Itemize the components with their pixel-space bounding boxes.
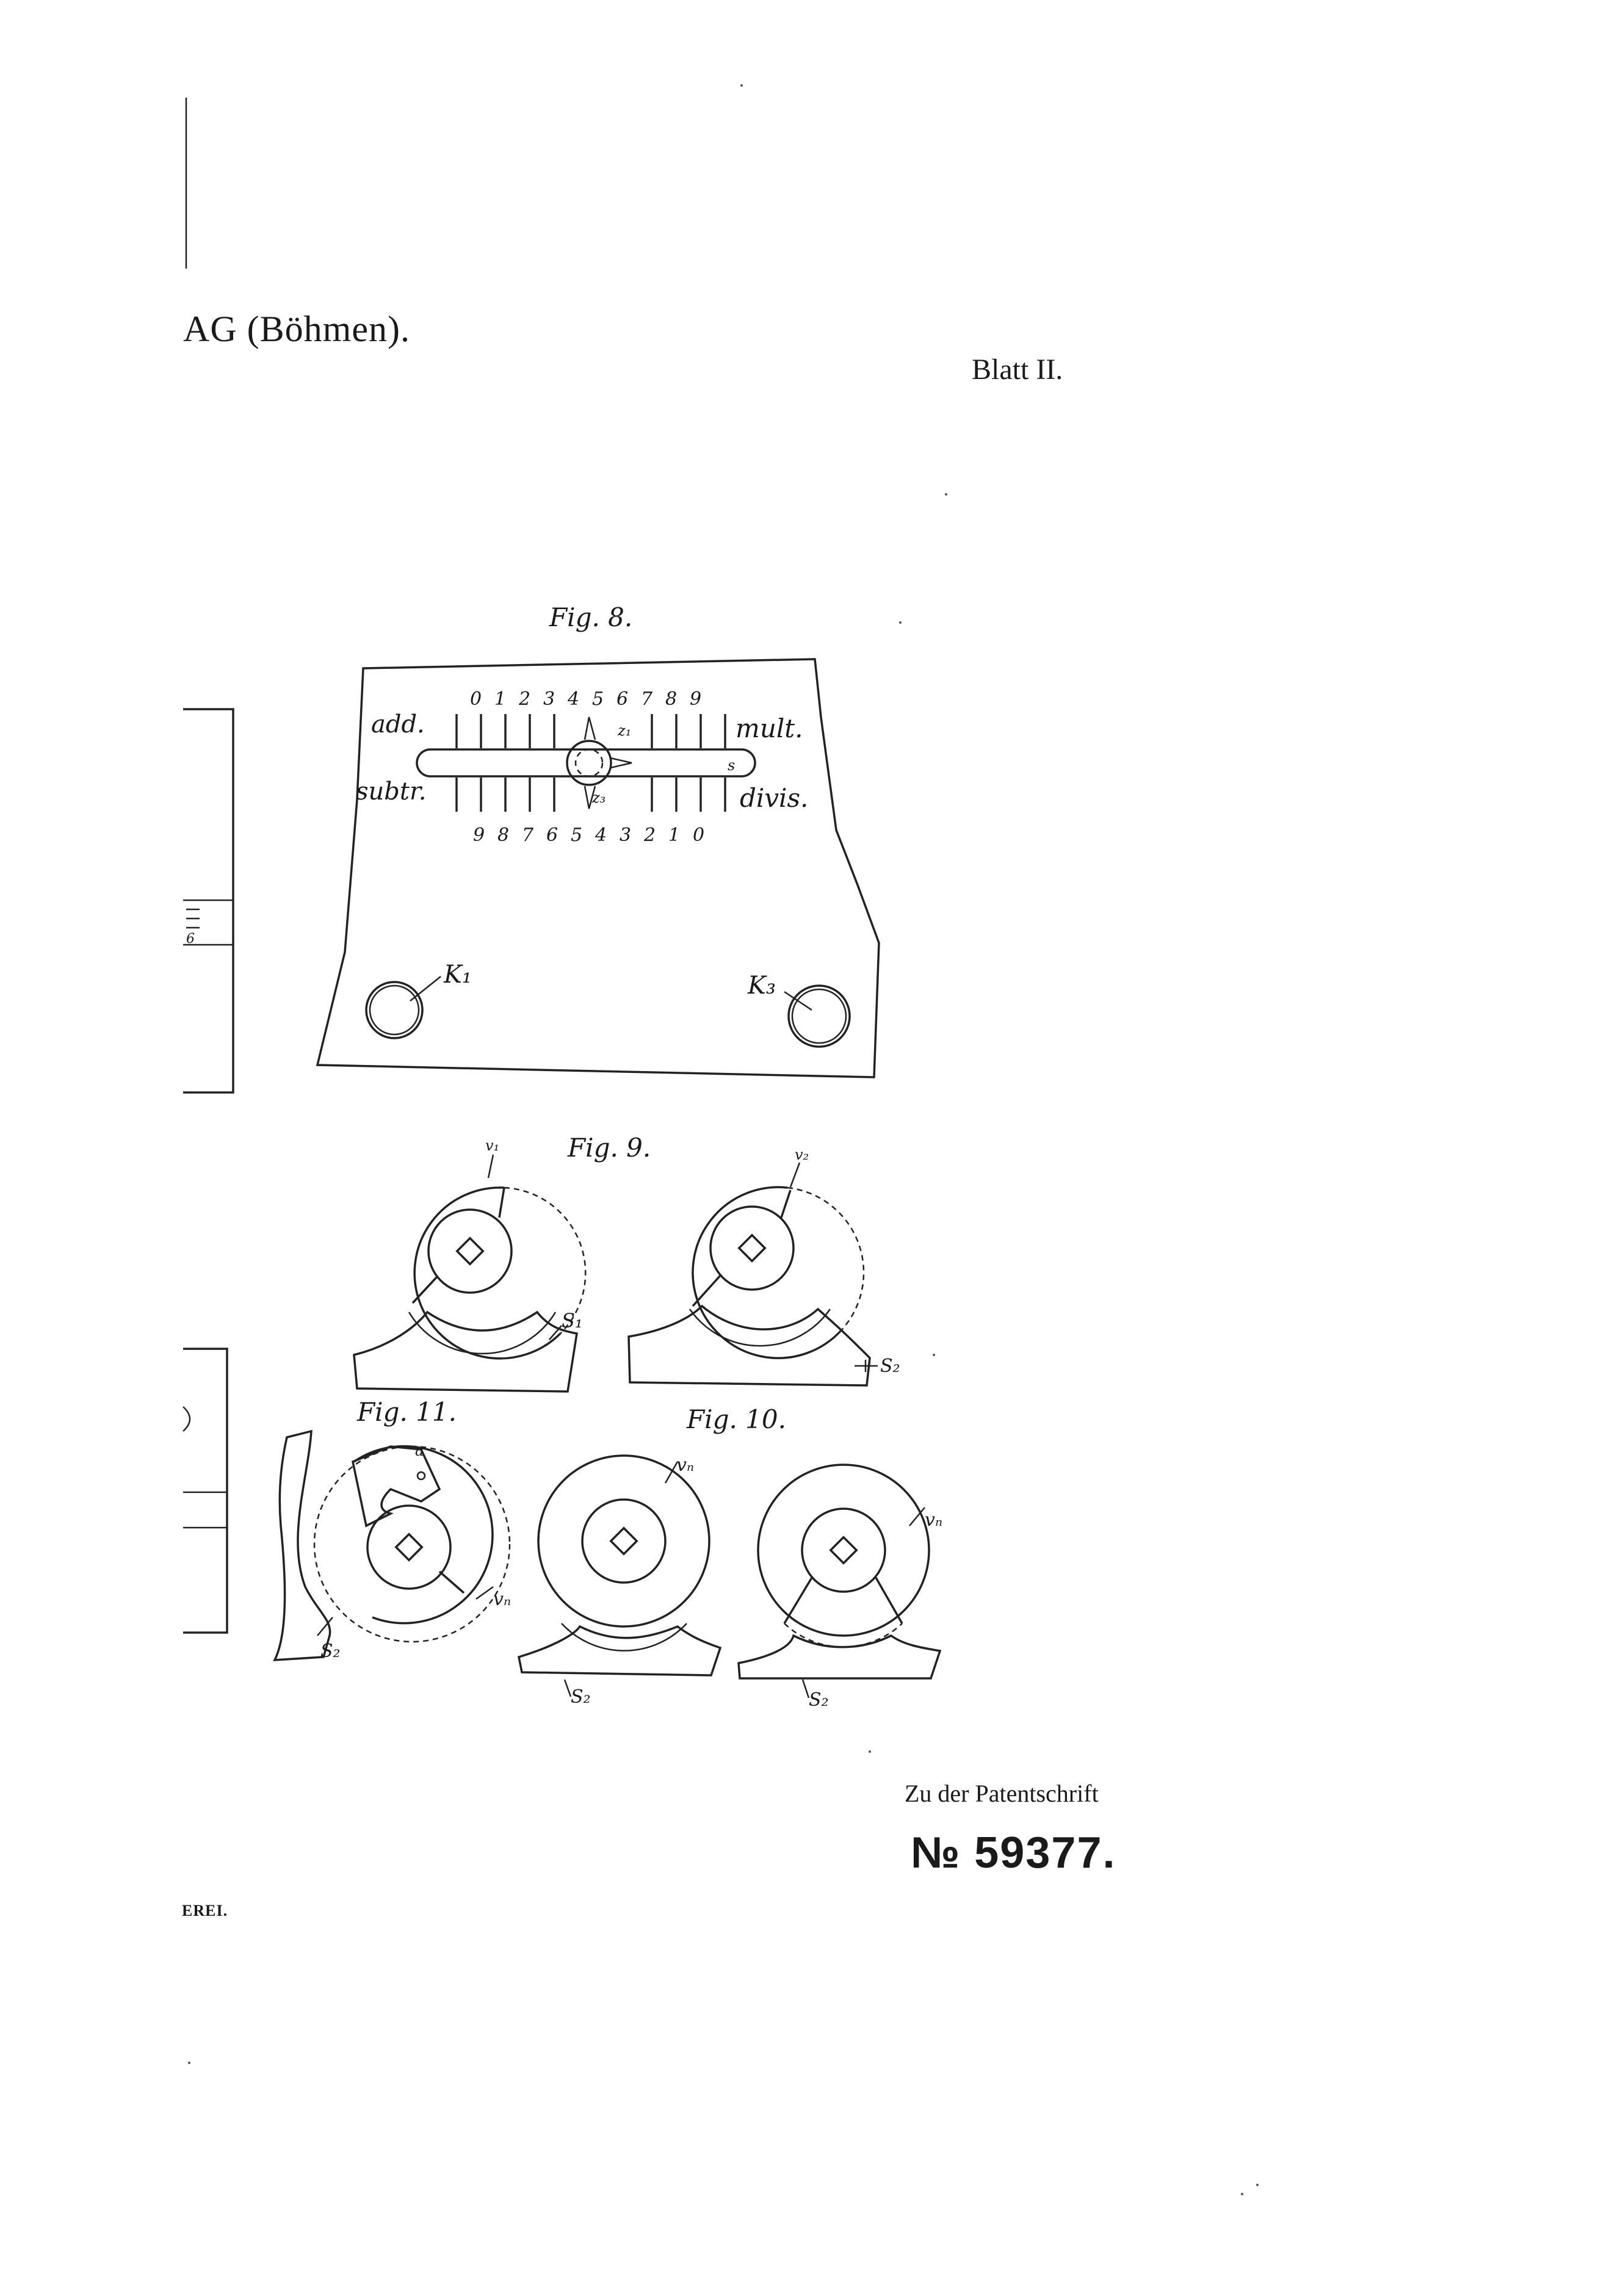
fig10-label-vn-b: vₙ (925, 1509, 942, 1531)
fig10-label-s2-a: S₂ (571, 1686, 591, 1708)
svg-text:0: 0 (693, 825, 704, 846)
fig9-right-disc (627, 1186, 871, 1387)
fig8-bottom-ticks (455, 778, 726, 812)
svg-text:1: 1 (668, 825, 680, 846)
scan-specks (188, 84, 1259, 2195)
fig10-right-disc (737, 1464, 942, 1699)
fig8-panel (316, 658, 880, 1078)
svg-text:5: 5 (592, 688, 604, 710)
svg-text:5: 5 (571, 825, 582, 846)
fig9-label-s1: S₁ (562, 1309, 583, 1332)
fig8-label-subtr: subtr. (356, 778, 426, 806)
fig8-label-s: s (728, 757, 735, 774)
svg-text:4: 4 (567, 688, 579, 710)
svg-text:7: 7 (522, 825, 534, 846)
svg-text:3: 3 (620, 825, 631, 846)
fig10-title: Fig. 10. (686, 1404, 786, 1434)
svg-text:9: 9 (690, 688, 701, 710)
fig8-title: Fig. 8. (549, 602, 632, 632)
fig8-pointer-up (584, 717, 596, 740)
patent-number: № 59377. (911, 1828, 1116, 1877)
fig10-left-disc (517, 1454, 722, 1697)
fig9-label-v2: v₂ (795, 1146, 809, 1163)
fig9-label-s2: S₂ (880, 1356, 900, 1377)
svg-text:2: 2 (643, 825, 656, 846)
fig9-label-v1: v₁ (485, 1137, 499, 1154)
fig11-label-vn: vₙ (493, 1589, 511, 1610)
printer-fragment: EREI. (182, 1902, 228, 1919)
svg-text:6: 6 (616, 688, 628, 710)
fig8-label-mult: mult. (736, 713, 803, 743)
fig8-label-k3: K₃ (747, 972, 776, 1000)
header-applicant-fragment: AG (Böhmen). (183, 309, 410, 349)
fig8-label-k1: K₁ (443, 961, 472, 989)
fig8-label-z3: z₃ (591, 789, 605, 806)
fig11-label-a: a (415, 1442, 424, 1459)
svg-text:2: 2 (518, 688, 530, 710)
fig8-pointer-knob (566, 740, 612, 786)
fig8-bottom-scale: 9 8 7 6 5 4 3 2 1 0 (473, 825, 704, 846)
fig9-left-disc (353, 1186, 587, 1393)
left-partial-frame-lower (183, 1348, 228, 1634)
left-partial-frame-upper: 6 (183, 708, 234, 1094)
fig8-label-divis: divis. (740, 783, 808, 813)
fig10-label-s2-b: S₂ (809, 1689, 829, 1711)
left-margin-label: 6 (186, 931, 195, 947)
fig9-title: Fig. 9. (567, 1133, 651, 1163)
fig11-label-s2: S₂ (320, 1641, 341, 1662)
fig8-knob-k1 (365, 981, 424, 1039)
sheet-number: Blatt II. (972, 353, 1063, 386)
svg-text:8: 8 (497, 825, 509, 846)
fig8-label-add: add. (371, 710, 425, 738)
fig8-pointer-down (584, 785, 596, 809)
fig8-pointer-right (610, 757, 632, 769)
fig8-top-ticks (455, 714, 726, 748)
svg-text:9: 9 (473, 825, 485, 846)
svg-text:3: 3 (543, 688, 555, 710)
patent-caption: Zu der Patentschrift (905, 1780, 1099, 1807)
svg-text:6: 6 (546, 825, 558, 846)
svg-text:7: 7 (641, 688, 653, 710)
svg-text:8: 8 (665, 688, 677, 710)
fig8-slot (416, 748, 756, 778)
fig11-title: Fig. 11. (356, 1397, 457, 1427)
fig10-label-vn-a: vₙ (676, 1454, 694, 1476)
fig8-top-scale: 0 1 2 3 4 5 6 7 8 9 (470, 688, 701, 710)
fig11-assembly (273, 1429, 511, 1661)
fig8-label-z1: z₁ (617, 722, 631, 739)
fig8-knob-k3 (787, 984, 851, 1048)
svg-text:4: 4 (595, 825, 607, 846)
svg-text:1: 1 (494, 688, 506, 710)
svg-text:0: 0 (470, 688, 482, 710)
